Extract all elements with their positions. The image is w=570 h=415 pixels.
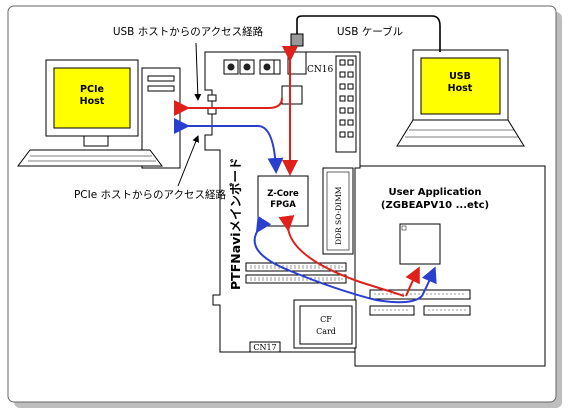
usb-plug	[290, 33, 304, 47]
user-app-connectors	[369, 289, 471, 316]
pcie-host-computer	[17, 59, 181, 169]
usb-host-label-line1: USB	[449, 71, 471, 82]
cf-card-label-line2: Card	[316, 327, 336, 336]
pcie-host-screen	[53, 67, 131, 129]
cn17-connector	[249, 341, 281, 353]
usb-access-path	[174, 46, 420, 297]
board-connectors	[207, 59, 281, 115]
cn17-label: CN17	[253, 343, 276, 352]
cf-card-label-line1: CF	[320, 315, 332, 324]
usb-host-laptop	[396, 49, 525, 147]
fpga-label-line1: Z-Core	[267, 189, 299, 199]
pcie-host-label-line1: PCIe	[80, 84, 104, 95]
expansion-slots	[245, 262, 347, 284]
pcie-access-path	[174, 118, 437, 304]
pcie-path-label: PCIe ホストからのアクセス経路	[74, 188, 227, 201]
user-app-chip	[399, 223, 441, 265]
usb-path-label: USB ホストからのアクセス経路	[113, 25, 264, 38]
ddr-label: DDR SO-DIMM	[334, 186, 343, 245]
user-app-subtitle: (ZGBEAPV10 ...etc)	[381, 200, 489, 211]
pcie-host-label-line2: Host	[80, 96, 105, 107]
cf-card	[299, 305, 353, 345]
side-connector-strip	[335, 55, 357, 153]
cn16-label: CN16	[307, 65, 333, 75]
usb-host-screen	[420, 57, 501, 115]
small-chip	[281, 85, 303, 105]
usb-cable-label: USB ケーブル	[337, 25, 403, 38]
usb-cable	[296, 15, 441, 52]
user-application-region	[354, 165, 546, 367]
usb-host-label-line2: Host	[448, 83, 473, 94]
user-app-title: User Application	[388, 187, 481, 198]
board-name: PTFNaviメインボード	[228, 157, 243, 290]
usb-path-pointer	[194, 42, 202, 101]
fpga-label-line2: FPGA	[270, 200, 296, 210]
